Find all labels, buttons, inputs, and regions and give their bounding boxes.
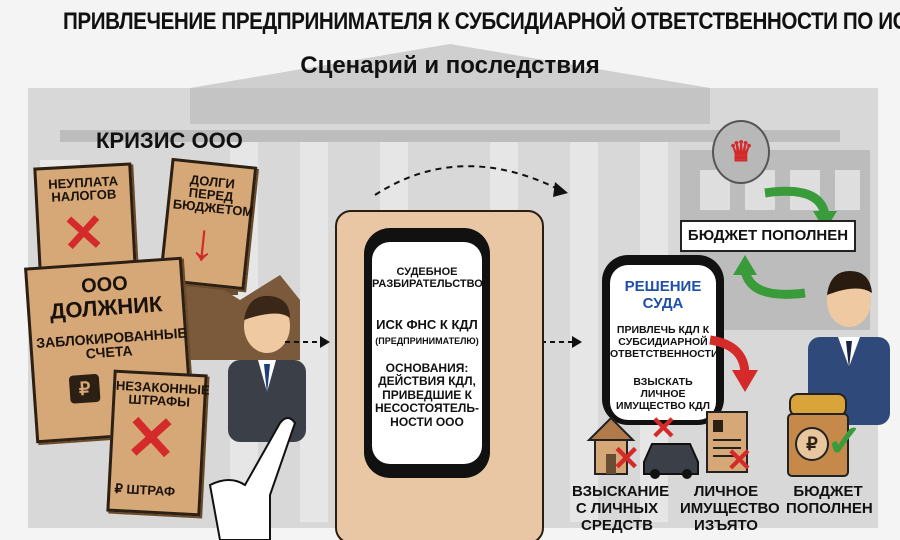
lawsuit-phone: СУДЕБНОЕ РАЗБИРАТЕЛЬСТВО ИСК ФНС К КДЛ (…: [364, 228, 490, 478]
phone-left-line2: ИСК ФНС К КДЛ: [376, 317, 478, 332]
decision-line2: ВЗЫСКАТЬ ЛИЧНОЕ ИМУЩЕСТВО КДЛ: [616, 376, 710, 412]
crisis-heading: КРИЗИС ООО: [96, 128, 243, 153]
treasure-chest-icon: ₽: [787, 393, 849, 477]
cross-icon: ✕: [612, 440, 641, 478]
document-icon: [706, 411, 748, 473]
phone-left-line3: (ПРЕДПРИНИМАТЕЛЮ): [375, 336, 479, 346]
green-cycle-arrows: [733, 186, 837, 299]
pointing-hand: [208, 417, 297, 540]
phone-left-line1: СУДЕБНОЕ РАЗБИРАТЕЛЬСТВО: [372, 266, 483, 291]
outcome-property: ЛИЧНОЕ ИМУЩЕСТВО ИЗЪЯТО: [680, 483, 780, 534]
house-icon: [586, 416, 636, 475]
coat-of-arms-icon: ♛: [712, 120, 770, 184]
cross-icon: ✕: [650, 410, 677, 446]
car-icon: [643, 443, 699, 479]
main-title: ПРИВЛЕЧЕНИЕ ПРЕДПРИНИМАТЕЛЯ К СУБСИДИАРН…: [63, 8, 900, 35]
subtitle: Сценарий и последствия: [300, 52, 600, 79]
lawsuit-screen: СУДЕБНОЕ РАЗБИРАТЕЛЬСТВО ИСК ФНС К КДЛ (…: [372, 242, 483, 464]
phone-left-line4: ОСНОВАНИЯ: ДЕЙСТВИЯ КДЛ, ПРИВЕДШИЕ К НЕС…: [375, 361, 479, 429]
decision-phone: РЕШЕНИЕ СУДА ПРИВЛЕЧЬ КДЛ К СУБСИДИАРНОЙ…: [602, 255, 724, 425]
decision-heading: РЕШЕНИЕ СУДА: [624, 278, 702, 312]
check-icon: ✓: [826, 417, 863, 466]
cross-icon: ✕: [726, 442, 753, 478]
budget-banner: БЮДЖЕТ ПОПОЛНЕН: [680, 220, 856, 252]
outcome-budget: БЮДЖЕТ ПОПОЛНЕН: [786, 483, 873, 517]
decision-screen: РЕШЕНИЕ СУДА ПРИВЛЕЧЬ КДЛ К СУБСИДИАРНОЙ…: [610, 265, 719, 420]
decision-line1: ПРИВЛЕЧЬ КДЛ К СУБСИДИАРНОЙ ОТВЕТСТВЕННО…: [610, 324, 719, 360]
outcome-recovery: ВЗЫСКАНИЕ С ЛИЧНЫХ СРЕДСТВ: [572, 483, 670, 534]
arrow-icon: [709, 335, 758, 392]
svg-text:₽: ₽: [806, 434, 818, 454]
